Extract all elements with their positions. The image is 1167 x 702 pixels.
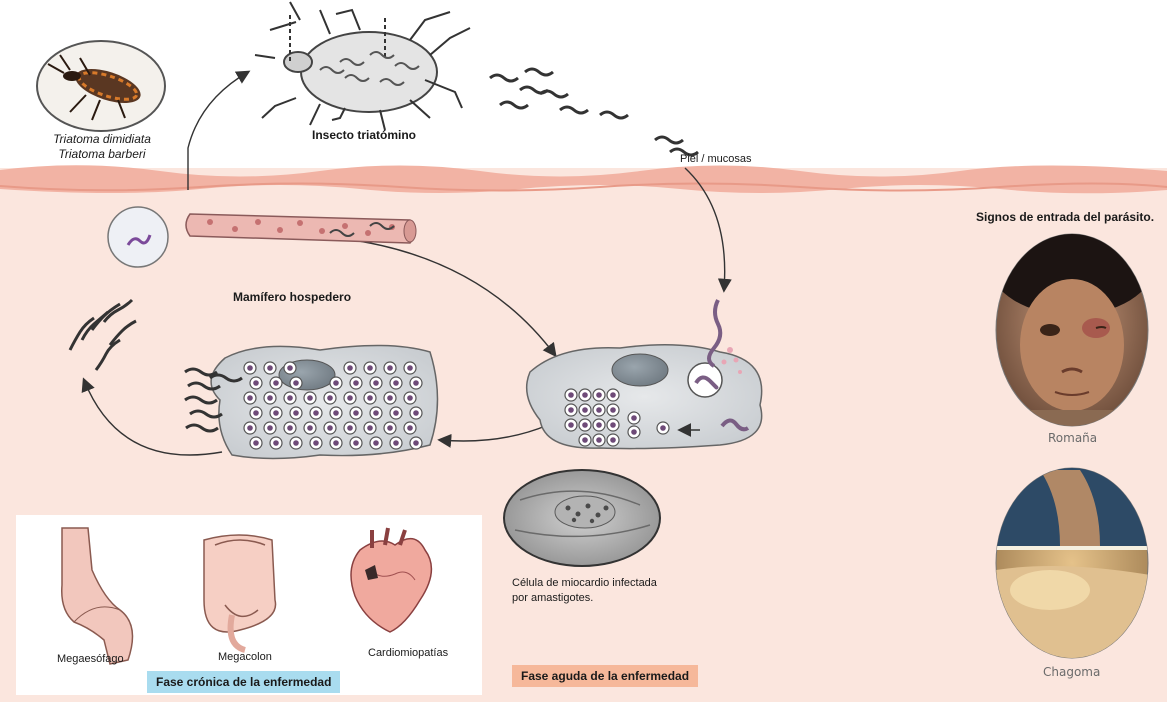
amastigote-nucleus xyxy=(313,440,319,446)
myocardium-histology-image xyxy=(504,470,660,566)
amastigote-nucleus xyxy=(393,380,399,386)
amastigote-nucleus xyxy=(407,365,413,371)
amastigote-nucleus xyxy=(347,365,353,371)
amastigote-nucleus xyxy=(393,440,399,446)
amastigote-nucleus xyxy=(353,440,359,446)
amastigote-nucleus xyxy=(393,410,399,416)
amastigote-nucleus xyxy=(293,410,299,416)
amastigote-nucleus xyxy=(253,410,259,416)
amastigote-nucleus xyxy=(293,380,299,386)
chronic-phase-badge: Fase crónica de la enfermedad xyxy=(147,671,340,693)
acute-phase-badge: Fase aguda de la enfermedad xyxy=(512,665,698,687)
amastigote-nucleus xyxy=(247,365,253,371)
amastigote-nucleus xyxy=(267,425,273,431)
megacolon-label: Megacolon xyxy=(218,651,272,663)
myocardium-caption-line2: por amastigotes. xyxy=(512,591,657,606)
amastigote-nucleus xyxy=(367,425,373,431)
amastigote-nucleus xyxy=(373,410,379,416)
amastigote-nucleus xyxy=(413,410,419,416)
amastigote-nucleus xyxy=(287,365,293,371)
amastigote-nucleus xyxy=(307,425,313,431)
amastigote-nucleus xyxy=(313,410,319,416)
metacyclic-trypomastigotes xyxy=(490,69,698,155)
amastigote-nucleus xyxy=(253,440,259,446)
amastigote-nucleus xyxy=(333,410,339,416)
amastigote-nucleus xyxy=(413,380,419,386)
amastigote-nucleus xyxy=(327,395,333,401)
species-labels: Triatoma dimidiata Triatoma barberi xyxy=(44,132,160,162)
amastigote-nucleus xyxy=(353,380,359,386)
mammal-host-label: Mamífero hospedero xyxy=(233,290,351,304)
amastigote-nucleus xyxy=(333,380,339,386)
amastigote-nucleus xyxy=(293,440,299,446)
myocardium-caption: Célula de miocardio infectada por amasti… xyxy=(512,576,657,606)
amastigote-nucleus xyxy=(267,365,273,371)
species-barberi-label: Triatoma barberi xyxy=(44,147,160,162)
amastigote-nucleus xyxy=(253,380,259,386)
species-dimidiata-label: Triatoma dimidiata xyxy=(44,132,160,147)
amastigote-nucleus xyxy=(287,395,293,401)
amastigote-nucleus xyxy=(347,425,353,431)
amastigote-nucleus xyxy=(387,425,393,431)
romana-caption: Romaña xyxy=(1048,431,1097,445)
amastigote-nucleus xyxy=(367,365,373,371)
amastigote-nucleus xyxy=(407,395,413,401)
amastigote-nucleus xyxy=(373,440,379,446)
triatoma-photo xyxy=(37,41,165,131)
amastigote-nucleus xyxy=(247,425,253,431)
amastigote-nucleus xyxy=(247,395,253,401)
megaesophagus-label: Megaesófago xyxy=(57,653,124,665)
entry-signs-title: Signos de entrada del parásito. xyxy=(976,210,1154,224)
cardiomyopathy-label: Cardiomiopatías xyxy=(368,647,448,659)
amastigote-nucleus xyxy=(353,410,359,416)
skin-mucosa-label: Piel / mucosas xyxy=(680,153,752,165)
amastigote-nucleus xyxy=(307,395,313,401)
amastigote-nucleus xyxy=(327,425,333,431)
amastigote-nucleus xyxy=(347,395,353,401)
amastigote-nucleus xyxy=(287,425,293,431)
amastigote-nucleus xyxy=(273,440,279,446)
amastigote-nucleus xyxy=(333,440,339,446)
amastigote-nucleus xyxy=(407,425,413,431)
amastigote-nucleus xyxy=(273,380,279,386)
myocardium-caption-line1: Célula de miocardio infectada xyxy=(512,576,657,591)
amastigote-nucleus xyxy=(373,380,379,386)
amastigote-nucleus xyxy=(387,365,393,371)
amastigote-nucleus xyxy=(387,395,393,401)
insect-label: Insecto triatómino xyxy=(312,128,416,142)
amastigote-nucleus xyxy=(267,395,273,401)
amastigote-nucleus xyxy=(273,410,279,416)
chagoma-caption: Chagoma xyxy=(1043,665,1100,679)
amastigote-nucleus xyxy=(413,440,419,446)
amastigote-nucleus xyxy=(367,395,373,401)
triatomine-insect-illustration xyxy=(255,2,470,130)
blood-smear-circle xyxy=(108,207,168,267)
